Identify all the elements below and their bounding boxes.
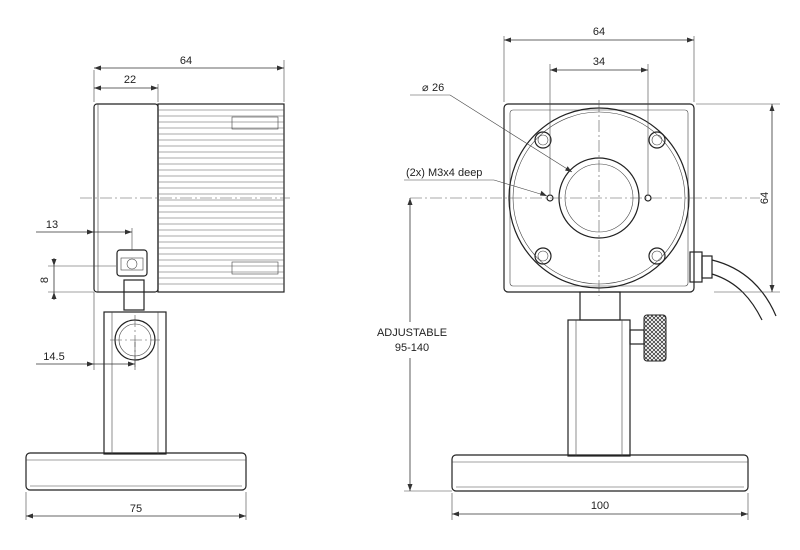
side-base [25,452,247,491]
front-dim-overall-height: 64 [696,103,780,293]
side-dim-screw-offset-label: 13 [46,219,58,231]
front-dim-hole-spacing: 34 [549,56,649,194]
side-dim-post-offset: 14.5 [36,292,136,370]
side-dim-screw-height: 8 [39,258,116,300]
front-cable [689,251,777,321]
front-mount-holes [534,131,666,265]
side-dim-base-width-label: 75 [130,503,142,515]
side-dim-post-offset-label: 14.5 [43,351,64,363]
front-adjustable-label-line1: ADJUSTABLE [377,327,447,339]
side-view: 64 22 13 8 [25,55,290,520]
side-dim-base-width: 75 [25,492,247,520]
front-dim-overall-width: 64 [503,26,695,102]
front-view: 64 34 ⌀ 26 (2x) M3x4 deep [368,26,780,520]
front-dim-base-width: 100 [451,493,749,520]
side-dim-overall-width: 64 [93,55,285,102]
side-dim-screw-height-label: 8 [39,277,51,283]
front-adjustable-label-line2: 95-140 [395,342,429,354]
front-dim-overall-width-label: 64 [593,26,605,38]
front-dim-base-width-label: 100 [591,500,609,512]
side-heatsink [157,103,285,293]
front-dim-aperture-label: 26 [432,82,444,94]
front-dim-aperture: ⌀ 26 [410,82,573,173]
side-mount-screw [116,249,148,311]
front-callout-threads-label: (2x) M3x4 deep [406,167,482,179]
front-lock-knob [629,314,667,362]
front-base [451,454,749,492]
front-post [567,291,631,457]
front-dim-overall-height-label: 64 [759,192,771,204]
front-callout-threads: (2x) M3x4 deep [404,167,548,197]
side-post [103,311,167,455]
diameter-symbol: ⌀ [422,82,429,94]
side-dim-flange-label: 22 [124,74,136,86]
front-dim-adjustable-height: ADJUSTABLE 95-140 [368,198,458,492]
side-dim-screw-offset: 13 [36,219,133,250]
front-dim-hole-spacing-label: 34 [593,56,605,68]
side-dim-flange: 22 [94,74,159,102]
side-dim-overall-width-label: 64 [180,55,192,67]
